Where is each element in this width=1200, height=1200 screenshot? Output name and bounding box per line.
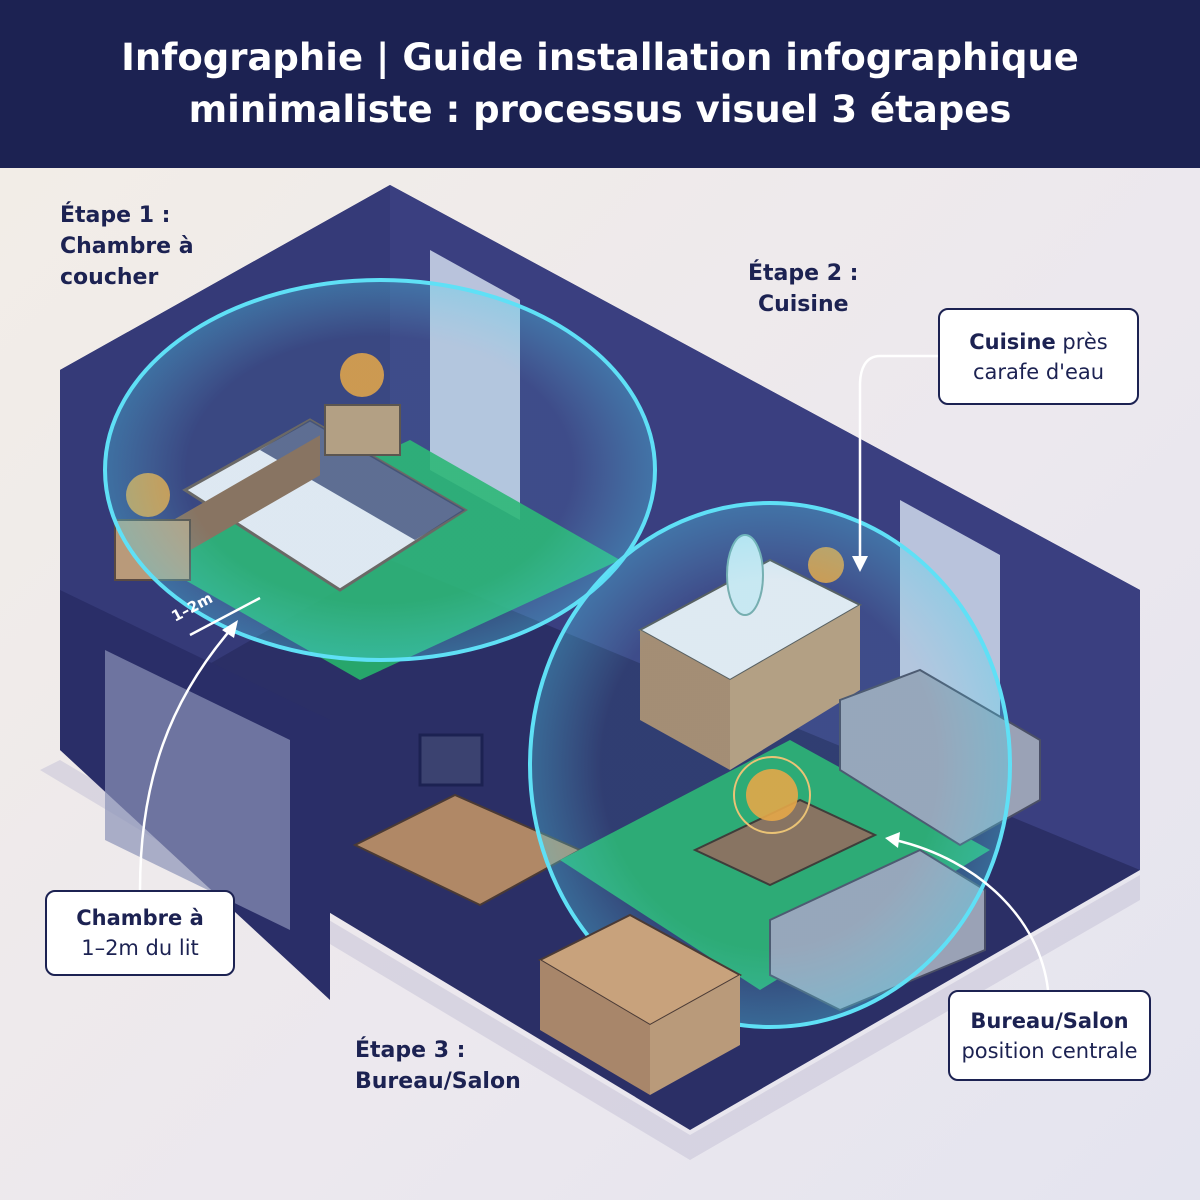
bedroom-arrow: [138, 627, 233, 891]
bedroom-coverage-dome: [103, 278, 657, 662]
step-1-label: Étape 1 : Chambre à coucher: [60, 200, 194, 293]
living-callout: Bureau/Salon position centrale: [948, 990, 1151, 1081]
kitchen-callout-title: Cuisine: [969, 329, 1056, 354]
step-3-label: Étape 3 : Bureau/Salon: [355, 1035, 521, 1097]
bedroom-callout-text: 1–2m du lit: [81, 936, 199, 960]
kitchen-callout: Cuisine près carafe d'eau: [938, 308, 1139, 405]
title-line-2: minimaliste : processus visuel 3 étapes: [188, 88, 1012, 131]
living-callout-text: position centrale: [961, 1038, 1138, 1063]
living-arrow: [894, 838, 1050, 991]
step-3-number: Étape 3 :: [355, 1038, 466, 1063]
kitchen-callout-text-1: près: [1055, 329, 1108, 354]
living-coverage-dome: [528, 501, 1012, 1029]
step-1-title-1: Chambre à: [60, 234, 194, 259]
step-3-title: Bureau/Salon: [355, 1069, 521, 1094]
kitchen-arrow: [858, 354, 938, 560]
bedroom-callout-title: Chambre à: [76, 906, 204, 930]
bedroom-callout: Chambre à 1–2m du lit: [45, 890, 235, 976]
living-callout-title: Bureau/Salon: [970, 1008, 1129, 1033]
step-2-number: Étape 2 :: [748, 261, 859, 286]
title-line-1: Infographie | Guide installation infogra…: [121, 36, 1079, 79]
step-2-label: Étape 2 : Cuisine: [748, 258, 858, 320]
office-monitor: [418, 733, 484, 787]
kitchen-callout-text-2: carafe d'eau: [972, 359, 1105, 384]
step-1-number: Étape 1 :: [60, 203, 171, 228]
header-banner: Infographie | Guide installation infogra…: [0, 0, 1200, 168]
step-1-title-2: coucher: [60, 265, 159, 290]
step-2-title: Cuisine: [757, 292, 849, 317]
